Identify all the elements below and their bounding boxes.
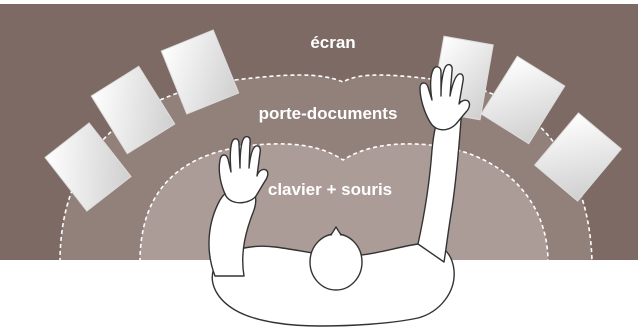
zone-label-screen: écran (310, 33, 355, 52)
zone-label-keyboard-mouse: clavier + souris (268, 180, 392, 199)
zone-label-documents: porte-documents (259, 104, 398, 123)
